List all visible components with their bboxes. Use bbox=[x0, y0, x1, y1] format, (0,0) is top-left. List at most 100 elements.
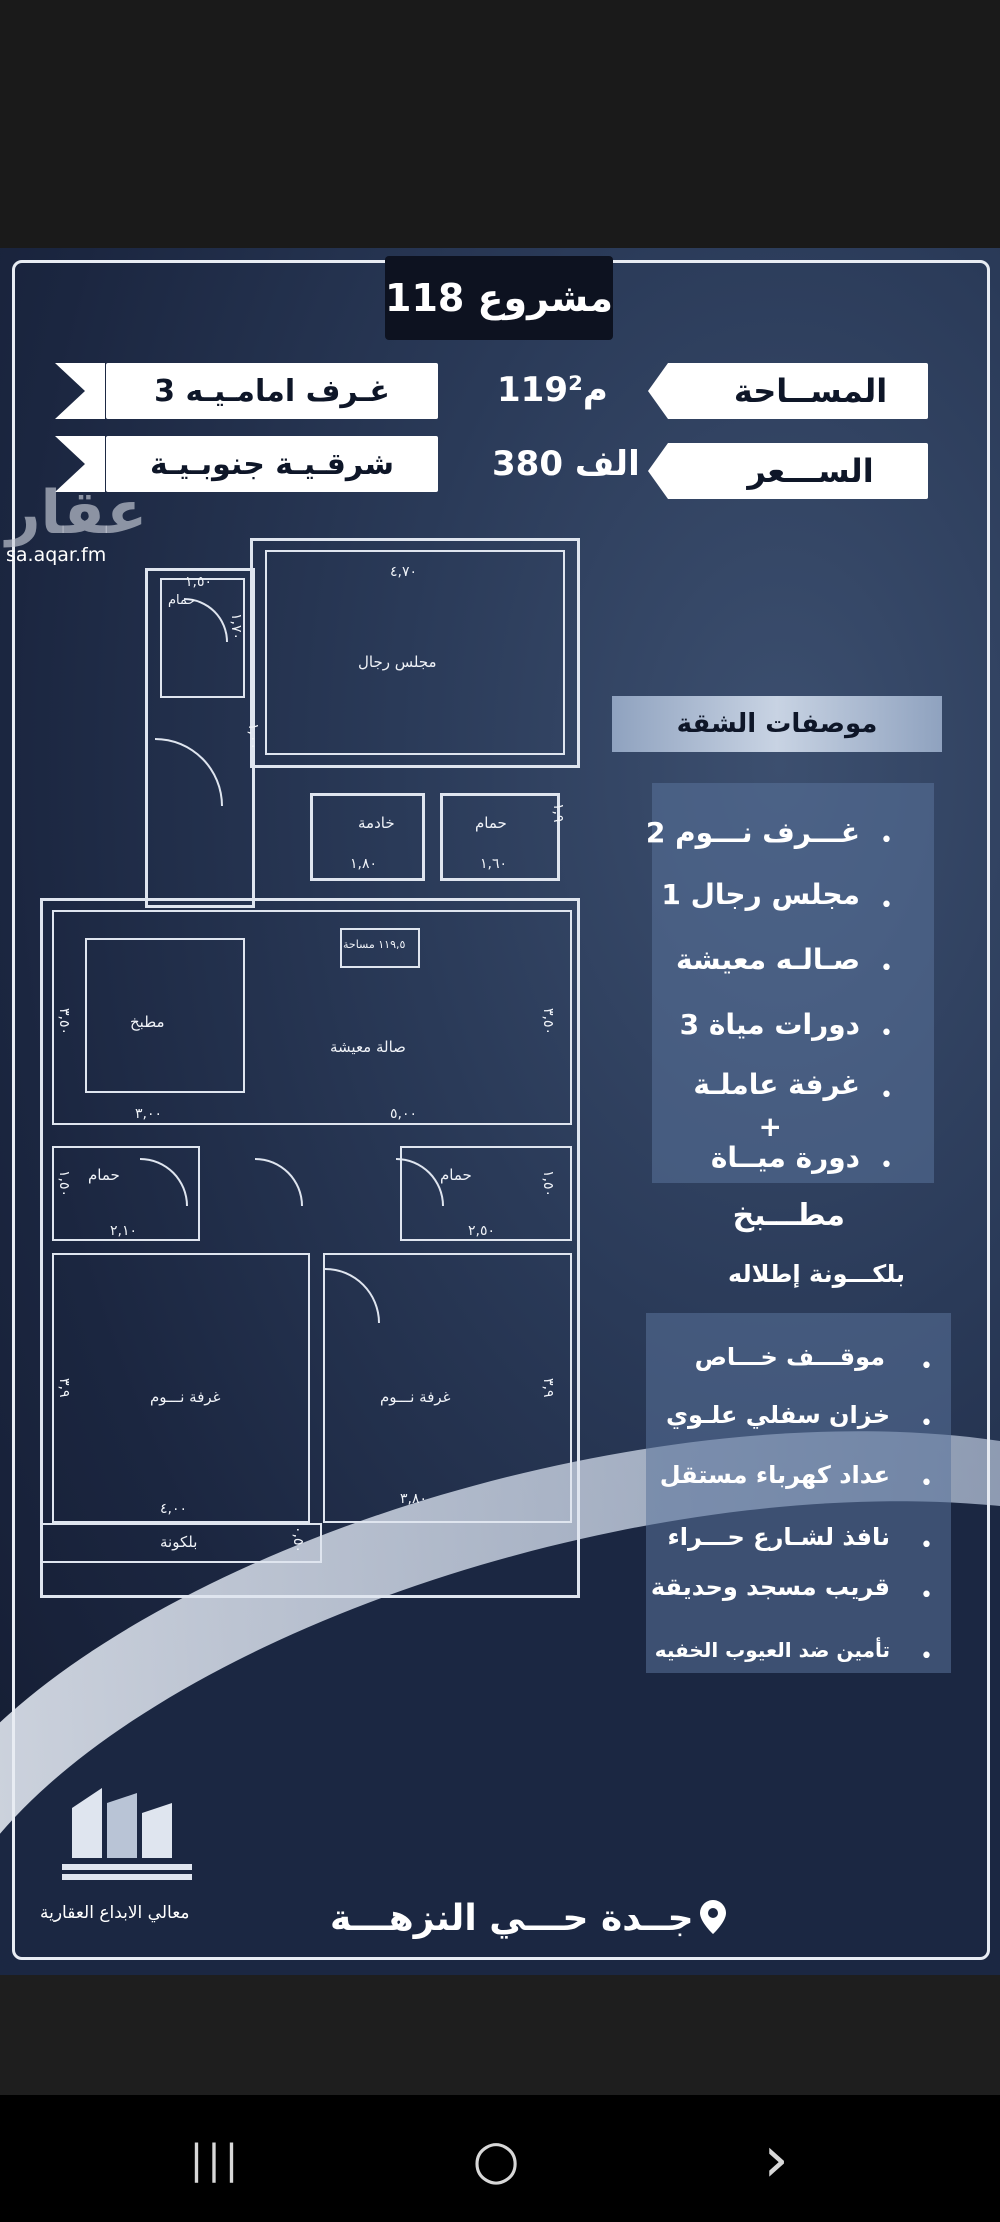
spec-item: خزان سفلي علـوي bbox=[665, 1401, 890, 1429]
dimension-label: ١,٥٠ bbox=[540, 1170, 556, 1198]
majlis-block bbox=[250, 538, 580, 768]
room-label-bed1: غرفة نـــوم bbox=[150, 1388, 221, 1406]
spec-item: دورة ميــاة bbox=[710, 1141, 860, 1174]
dimension-label: ١,٠٠ bbox=[245, 723, 261, 751]
spec-item: 2 غـــرف نـــوم bbox=[645, 816, 860, 849]
room-label-living: صالة معيشة bbox=[330, 1038, 406, 1056]
dimension-label: ٣,٥٠ bbox=[56, 1008, 72, 1036]
recent-apps-button[interactable]: ||| bbox=[189, 2137, 243, 2183]
aqar-url: sa.aqar.fm bbox=[6, 544, 107, 566]
dimension-label: ٣,٥٠ bbox=[540, 1008, 556, 1036]
dimension-label: ١,٥٠ bbox=[185, 574, 213, 590]
company-name: معالي الابداع العقارية bbox=[40, 1903, 190, 1923]
dimension-label: ٢,١٠ bbox=[110, 1223, 138, 1239]
specs-title: موصفات الشقة bbox=[612, 696, 942, 752]
chevron-left-icon bbox=[648, 443, 696, 499]
real-estate-poster: مشروع 118 3 غـرف امامـيـه شرقـيـة جنوبـي… bbox=[0, 248, 1000, 1975]
spec-item: صـالـه معيشة bbox=[676, 943, 860, 976]
feature-orientation: شرقـيـة جنوبـيـة bbox=[106, 436, 438, 492]
bullet-icon: • bbox=[880, 893, 893, 918]
spec-item: نافذ لشـارع حـــراء bbox=[667, 1523, 890, 1551]
spec-item: موقـــف خـــاص bbox=[694, 1343, 885, 1371]
room-label-bath2: حمام bbox=[475, 814, 507, 832]
price-label: الســـعر bbox=[693, 443, 928, 499]
room-label-kitchen: مطبخ bbox=[130, 1013, 165, 1031]
home-button[interactable]: ○ bbox=[472, 2128, 520, 2191]
room-label-balcony: بلكونة bbox=[160, 1533, 198, 1551]
area-box bbox=[340, 928, 420, 968]
majlis-room bbox=[265, 550, 565, 755]
kitchen-room bbox=[85, 938, 245, 1093]
bullet-icon: • bbox=[920, 1533, 933, 1558]
spec-item: قريب مسجد وحديقة bbox=[650, 1573, 890, 1601]
chevron-left-icon bbox=[648, 363, 696, 419]
spec-item: غرفة عاملـة bbox=[693, 1068, 860, 1101]
chevron-left-icon bbox=[55, 363, 105, 419]
dimension-label: ٣,٠٠ bbox=[135, 1106, 163, 1122]
aqar-watermark: عقار sa.aqar.fm bbox=[6, 478, 147, 566]
room-label-bath1: حمام bbox=[168, 593, 196, 608]
location-text: جــدة حـــي النزهـــة bbox=[330, 1898, 694, 1939]
dimension-label: ١,٥٠ bbox=[56, 1170, 72, 1198]
bath2-room bbox=[440, 793, 560, 881]
room-label-maid: خادمة bbox=[358, 814, 395, 832]
specs-panel-2 bbox=[646, 1313, 951, 1673]
back-button[interactable]: › bbox=[763, 2123, 789, 2197]
dimension-label: ١,٦٠ bbox=[480, 856, 508, 872]
dimension-label: ٠,٥٠ bbox=[290, 1526, 306, 1554]
spec-balcony: بلكـــونة إطلاله bbox=[728, 1260, 905, 1288]
bottom-blank-area bbox=[0, 1975, 1000, 2095]
room-label-bed2: غرفة نـــوم bbox=[380, 1388, 451, 1406]
dimension-label: ١,٨٠ bbox=[350, 856, 378, 872]
bullet-icon: • bbox=[880, 956, 893, 981]
bath1-room bbox=[160, 578, 245, 698]
spec-kitchen: مطـــبخ bbox=[732, 1198, 845, 1233]
dimension-label: ٥,٠٠ bbox=[390, 1106, 418, 1122]
bath3-room bbox=[52, 1146, 200, 1241]
bullet-icon: • bbox=[920, 1471, 933, 1496]
room-label-majlis: مجلس رجال bbox=[358, 653, 437, 671]
room-label-bath3: حمام bbox=[88, 1166, 120, 1184]
company-logo-icon bbox=[62, 1788, 192, 1880]
room-label-bath4: حمام bbox=[440, 1166, 472, 1184]
room-label-area: ١١٩,٥ مساحة bbox=[343, 938, 406, 951]
area-label: المســاحة bbox=[693, 363, 928, 419]
bullet-icon: • bbox=[920, 1354, 933, 1379]
bedroom1 bbox=[52, 1253, 310, 1523]
project-title: مشروع 118 bbox=[385, 256, 613, 340]
entrance-block bbox=[145, 568, 255, 908]
bullet-icon: • bbox=[880, 1153, 893, 1178]
balcony bbox=[40, 1523, 322, 1563]
dimension-label: ٣,٩ bbox=[56, 1378, 72, 1398]
dimension-label: ٢,٥٠ bbox=[468, 1223, 496, 1239]
spec-item: 1 مجلس رجال bbox=[661, 878, 860, 911]
dimension-label: ١,٧٠ bbox=[228, 613, 244, 641]
bullet-icon: • bbox=[920, 1583, 933, 1608]
main-block bbox=[40, 898, 580, 1598]
location-pin-icon bbox=[700, 1900, 726, 1934]
top-blank-area bbox=[0, 0, 1000, 248]
spec-item: تأمين ضد العيوب الخفيه bbox=[654, 1638, 890, 1662]
bedroom2 bbox=[323, 1253, 572, 1523]
aqar-logo: عقار bbox=[6, 478, 148, 548]
dimension-label: ٤,٠٠ bbox=[160, 1501, 188, 1517]
bullet-icon: • bbox=[880, 828, 893, 853]
bullet-icon: • bbox=[920, 1644, 933, 1669]
price-value: 380 الف bbox=[492, 444, 640, 484]
floor-plan: مجلس رجال حمام خادمة حمام مطبخ صالة معيش… bbox=[40, 538, 585, 1598]
maid-room bbox=[310, 793, 425, 881]
dimension-label: ٣,٨٠ bbox=[400, 1491, 428, 1507]
dimension-label: ٤,٧٠ bbox=[390, 564, 418, 580]
living-room bbox=[52, 910, 572, 1125]
feature-rooms-front: 3 غـرف امامـيـه bbox=[106, 363, 438, 419]
android-nav-bar bbox=[0, 2095, 1000, 2222]
bullet-icon: • bbox=[880, 1083, 893, 1108]
bullet-icon: • bbox=[880, 1021, 893, 1046]
spec-item: + bbox=[758, 1110, 782, 1143]
dimension-label: ١,٩ bbox=[550, 803, 566, 823]
bullet-icon: • bbox=[920, 1411, 933, 1436]
specs-panel-1 bbox=[652, 783, 934, 1183]
spec-item: 3 دورات مياة bbox=[679, 1008, 860, 1041]
chevron-left-icon bbox=[55, 436, 105, 492]
dimension-label: ٣,٩ bbox=[540, 1378, 556, 1398]
